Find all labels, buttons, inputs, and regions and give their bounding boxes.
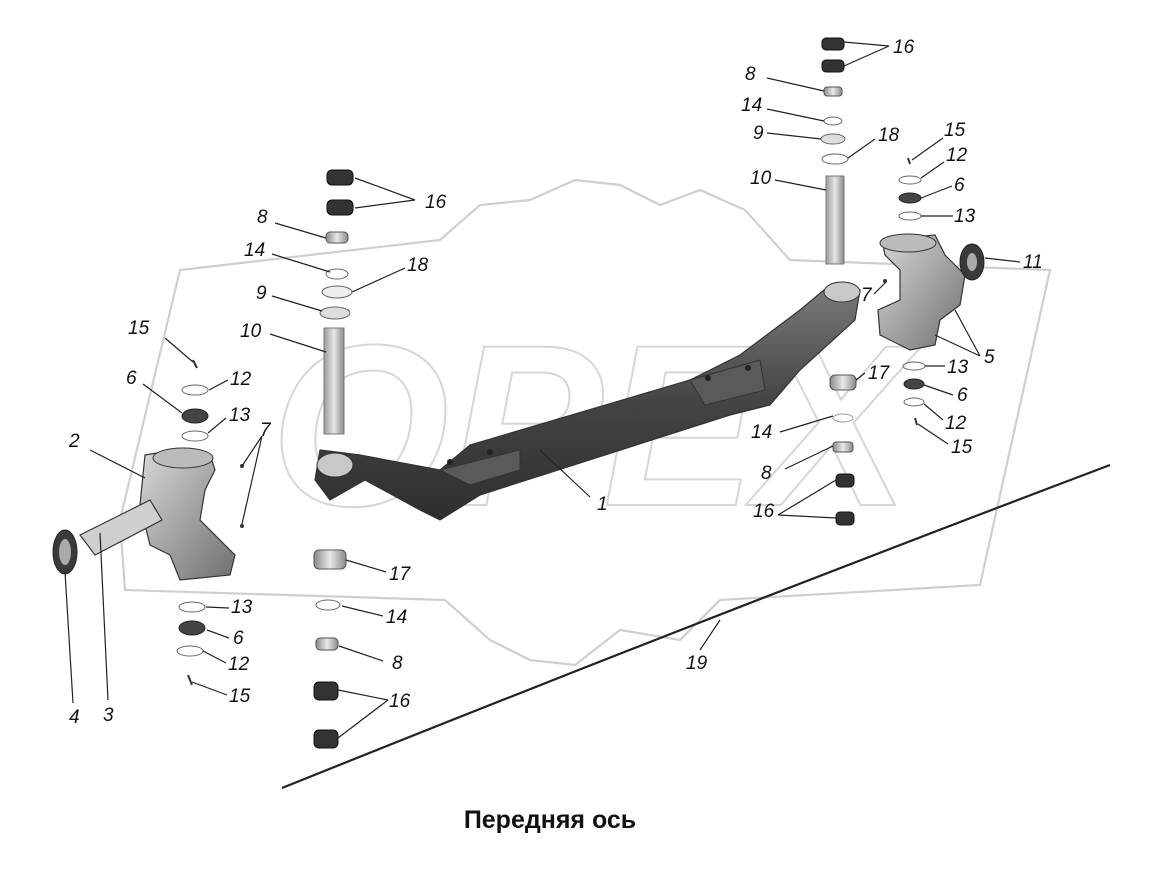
label-17-right: 17	[868, 363, 891, 384]
label-19: 19	[686, 653, 708, 674]
label-14-right-bottom: 14	[751, 422, 772, 443]
frame-line	[281, 463, 1111, 790]
label-10-left: 10	[240, 321, 262, 342]
left-kingpin-stack	[313, 169, 354, 749]
label-15-left-top: 15	[128, 318, 150, 339]
label-8-left-top: 8	[257, 207, 268, 228]
label-6-left-bottom: 6	[233, 628, 244, 649]
label-13-left-bottom: 13	[231, 597, 253, 618]
label-15-right-top: 15	[944, 120, 966, 141]
label-6-right-top: 6	[954, 175, 965, 196]
axle-beam	[314, 281, 861, 521]
label-18-left: 18	[407, 255, 429, 276]
label-16-right-top: 16	[893, 37, 915, 58]
label-9-right: 9	[753, 123, 764, 144]
leader-lines	[64, 41, 1021, 739]
label-15-right-bottom: 15	[951, 437, 973, 458]
label-8-right-bottom: 8	[761, 463, 772, 484]
label-7-right: 7	[861, 285, 873, 306]
label-13-right-top: 13	[954, 206, 976, 227]
label-17-left: 17	[389, 564, 412, 585]
label-7-left: 7	[260, 420, 272, 441]
label-9-left: 9	[256, 283, 267, 304]
label-16-right-bottom: 16	[753, 501, 775, 522]
label-1: 1	[597, 494, 608, 515]
callout-labels: 1 2 3 4 5 6 6 6 6 7 7 8 8 8 8 9 9 10 10 …	[68, 37, 1043, 728]
label-12-left-bottom: 12	[228, 654, 250, 675]
label-16-left-bottom: 16	[389, 691, 411, 712]
left-steering-knuckle	[52, 447, 236, 581]
label-15-left-bottom: 15	[229, 686, 251, 707]
diagram-title: Передняя ось	[463, 806, 637, 834]
label-8-right-top: 8	[745, 64, 756, 85]
label-2: 2	[68, 431, 80, 452]
label-13-left-top: 13	[229, 405, 251, 426]
label-14-left-top: 14	[244, 240, 265, 261]
label-11: 11	[1023, 252, 1043, 273]
right-steering-knuckle	[877, 233, 985, 351]
right-small-parts	[883, 157, 926, 426]
right-kingpin-stack	[820, 37, 857, 526]
label-3: 3	[103, 705, 114, 726]
label-14-right-top: 14	[741, 95, 762, 116]
label-14-left-bottom: 14	[386, 607, 407, 628]
label-13-right-bottom: 13	[947, 357, 969, 378]
label-12-right-top: 12	[946, 145, 968, 166]
label-8-left-bottom: 8	[392, 653, 403, 674]
label-12-right-bottom: 12	[945, 413, 967, 434]
label-12-left-top: 12	[230, 369, 252, 390]
label-6-left-top: 6	[126, 368, 137, 389]
label-16-left-top: 16	[425, 192, 447, 213]
label-10-right: 10	[750, 168, 772, 189]
label-5: 5	[984, 347, 995, 368]
label-18-right: 18	[878, 125, 900, 146]
label-4: 4	[69, 707, 80, 728]
label-6-right-bottom: 6	[957, 385, 968, 406]
